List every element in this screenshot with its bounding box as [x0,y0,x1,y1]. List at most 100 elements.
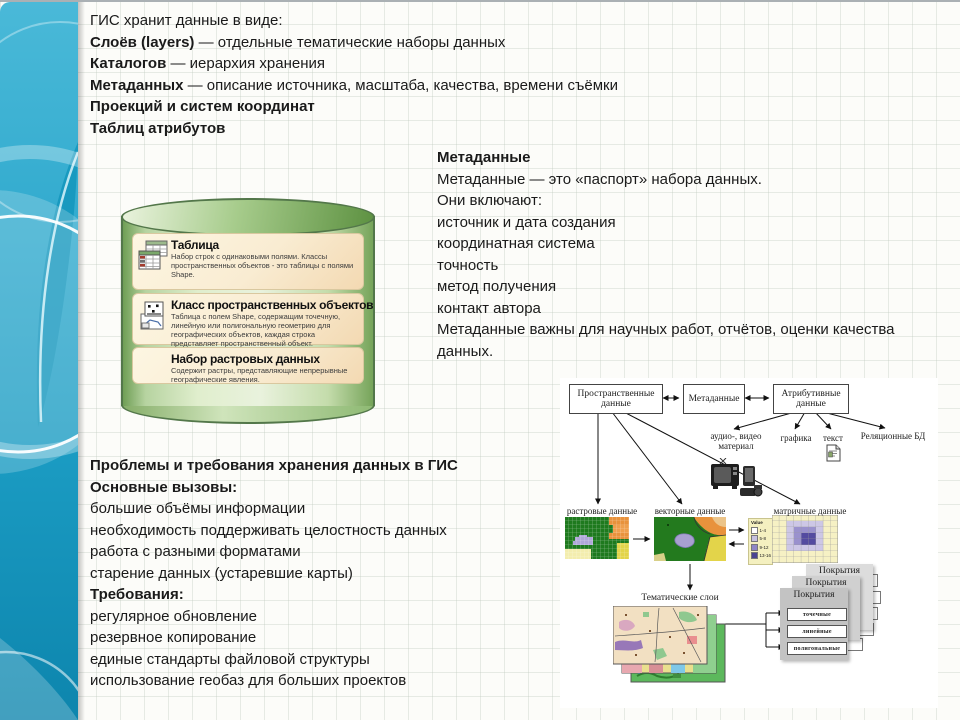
text-line-bold: Проблемы и требования хранения данных в … [90,457,458,474]
raster-map-image [565,517,629,559]
panel-desc: Таблица с полем Shape, содержащим точечн… [171,312,341,348]
text-line: работа с разными форматами [90,541,520,563]
text-line: источник и дата создания [437,212,895,234]
label-thematic-layers: Тематические слои [641,593,719,603]
sidebar-shadow [78,0,85,720]
text-line: резервное копирование [90,627,520,649]
coverage-item-point: точечные [787,608,847,621]
text-line-bold: Каталогов [90,55,167,72]
text-line: координатная система [437,233,895,255]
cylinder-top [121,198,375,236]
text-line-rest: точность [437,256,499,274]
text-line-rest: необходимость поддерживать целостность д… [90,521,447,539]
text-line-rest: — отдельные тематические наборы данных [194,33,506,51]
document-icon [826,444,841,462]
text-line: Метаданные [437,147,895,169]
text-line-rest: контакт автора [437,299,541,317]
tv-icon [711,458,763,497]
diagram-arrows [595,395,886,650]
text-line: Требования: [90,584,520,606]
text-line: Они включают: [437,190,895,212]
box-metadata: Метаданные [683,384,745,414]
legend-swatch [751,526,758,534]
text-line: старение данных (устаревшие карты) [90,563,520,585]
panel-title: Набор растровых данных [171,352,320,366]
text-line: Проекций и систем координат [90,96,730,118]
problems-text-block: Проблемы и требования хранения данных в … [90,455,520,692]
text-line-bold: Таблиц атрибутов [90,119,226,137]
panel-desc: Содержит растры, представляющие непрерыв… [171,366,348,384]
panel-table: Таблица Набор строк с одинаковыми полями… [132,233,364,290]
panel-feature-class: Класс пространственных объектов Таблица … [132,293,374,348]
text-line-rest: работа с разными форматами [90,543,301,560]
text-line: Основные вызовы: [90,477,520,499]
text-line-rest: — описание источника, масштаба, качества… [183,76,618,94]
legend-label: 1-4 [759,527,767,533]
thematic-layers-stack [613,606,726,683]
text-line: метод получения [437,276,895,298]
legend-swatch [751,552,758,559]
text-line-rest: резервное копирование [90,629,257,646]
gis-storage-intro: ГИС хранит данные в виде: Слоёв (layers)… [90,10,730,139]
text-line: Таблиц атрибутов [90,118,730,140]
legend-label: 9-12 [759,544,769,550]
label-relational-db: Реляционные БД [860,431,926,441]
panel-raster: Набор растровых данных Содержит растры, … [132,347,364,384]
text-line-bold: Проекций и систем координат [90,98,315,115]
text-line: большие объёмы информации [90,498,520,520]
coverage-title: Покрытия [805,578,847,588]
coverage-card-front: Покрытия точечные линейные полигональные [780,588,848,660]
coverage-title: Покрытия [793,590,835,600]
data-types-diagram: Пространственные данные Метаданные Атриб… [560,378,938,708]
text-line-bold: Слоёв (layers) [90,33,195,51]
text-line: контакт автора [437,298,895,320]
text-line-rest: ГИС хранит данные в виде: [90,12,283,29]
legend-swatch [751,535,758,542]
panel-desc: Набор строк с одинаковыми полями. Классы… [171,252,354,279]
box-spatial-data: Пространственные данные [569,384,663,414]
text-line: точность [437,255,895,277]
metadata-text-block: Метаданные Метаданные — это «паспорт» на… [437,147,895,362]
text-line-rest: метод получения [437,278,557,295]
text-line: регулярное обновление [90,606,520,628]
panel-title: Таблица [171,238,219,252]
legend-label: 5-8 [759,536,767,541]
label-matrix-data: матричные данные [773,506,847,516]
label-text: текст [822,433,843,443]
matrix-legend: Value 1-4 5-8 9-12 13-16 [748,518,773,565]
label-audio-video: аудио-, видео материал [710,431,762,452]
text-line: необходимость поддерживать целостность д… [90,520,520,542]
text-line-bold: Метаданных [90,76,184,94]
text-line-bold: Требования: [90,586,184,603]
coverage-item-polygon: полигональные [787,642,847,655]
label-raster-data: растровые данные [566,506,638,516]
label-vector-data: векторные данные [654,506,726,516]
geodatabase-cylinder: Таблица Набор строк с одинаковыми полями… [121,198,375,424]
sidebar-swirl-art [0,21,78,720]
legend-label: 13-16 [759,553,772,558]
legend-swatch [751,543,758,551]
text-line-rest: Они включают: [437,192,542,209]
text-line: Слоёв (layers) — отдельные тематические … [90,32,730,54]
text-line: Метаданные — это «паспорт» набора данных… [437,169,895,191]
text-line-rest: использование геобаз для больших проекто… [90,672,407,689]
text-line: Каталогов — иерархия хранения [90,53,730,75]
coverage-title: Покрытия [819,566,860,576]
text-line-rest: — иерархия хранения [166,55,325,72]
text-line-bold: Основные вызовы: [90,478,238,496]
text-line-rest: Метаданные важны для научных работ, отчё… [437,321,895,360]
text-line: Метаданные важны для научных работ, отчё… [437,319,895,362]
sidebar-decoration [0,2,78,720]
legend-title: Value [751,520,763,525]
table-icon [138,240,170,279]
text-line: Метаданных — описание источника, масштаб… [90,75,730,97]
text-line-rest: старение данных (устаревшие карты) [90,564,353,582]
text-line: использование геобаз для больших проекто… [90,670,520,692]
text-line-rest: источник и дата создания [437,213,616,231]
text-line-rest: Метаданные — это «паспорт» набора данных… [437,170,762,188]
coverage-item-line: линейные [787,625,847,638]
vector-map-image [654,517,726,561]
text-line-rest: большие объёмы информации [90,500,306,517]
box-attribute-data: Атрибутивные данные [773,384,849,414]
